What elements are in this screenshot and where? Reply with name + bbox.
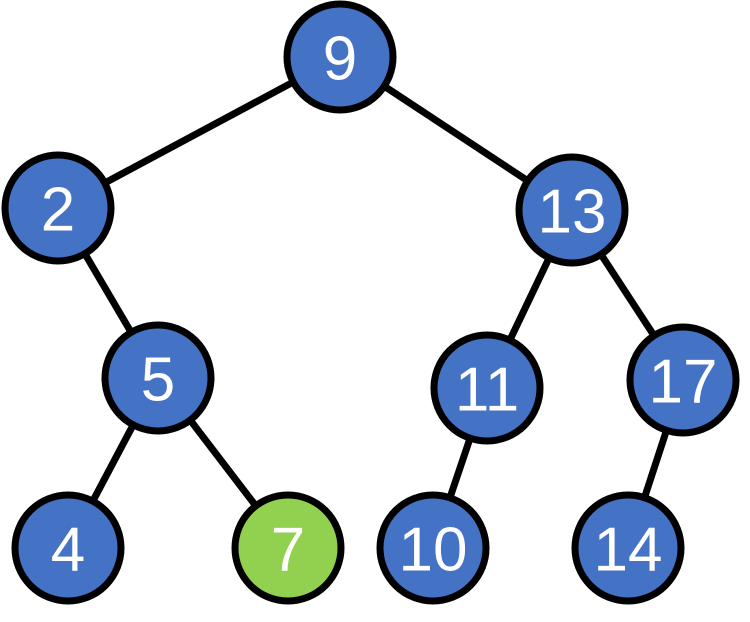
tree-edge <box>445 435 475 501</box>
tree-node[interactable]: 14 <box>571 491 685 605</box>
tree-edge <box>596 250 659 340</box>
tree-node[interactable]: 2 <box>1 151 115 265</box>
node-circle[interactable] <box>430 331 544 445</box>
tree-edge <box>80 250 136 336</box>
tree-edge <box>640 427 671 501</box>
node-circle[interactable] <box>376 491 490 605</box>
node-label: 17 <box>649 348 718 417</box>
node-circle-highlighted[interactable] <box>231 491 345 605</box>
node-label: 11 <box>455 356 519 425</box>
node-circle[interactable] <box>11 491 125 605</box>
tree-node[interactable]: 17 <box>626 323 740 437</box>
node-circle[interactable] <box>515 153 629 267</box>
node-circle[interactable] <box>626 323 740 437</box>
tree-node[interactable]: 10 <box>376 491 490 605</box>
node-label: 9 <box>323 25 357 94</box>
tree-node[interactable]: 5 <box>101 321 215 435</box>
tree-edge <box>186 416 260 510</box>
node-circle[interactable] <box>571 491 685 605</box>
tree-node[interactable]: 9 <box>283 0 397 114</box>
node-circle[interactable] <box>283 0 397 114</box>
tree-edge <box>88 421 138 505</box>
node-circle[interactable] <box>1 151 115 265</box>
node-label: 10 <box>399 516 468 585</box>
node-label: 7 <box>271 516 305 585</box>
tree-edge <box>505 254 554 344</box>
node-label: 13 <box>538 178 607 247</box>
tree-node[interactable]: 4 <box>11 491 125 605</box>
node-label: 4 <box>51 516 85 585</box>
tree-edge <box>101 77 297 188</box>
tree-node[interactable]: 11 <box>430 331 544 445</box>
edges-layer <box>80 77 671 510</box>
tree-edge <box>380 82 532 185</box>
nodes-layer: 9 2 13 5 11 17 4 7 10 14 <box>1 0 740 605</box>
node-label: 5 <box>141 346 175 415</box>
tree-node[interactable]: 7 <box>231 491 345 605</box>
tree-node[interactable]: 13 <box>515 153 629 267</box>
node-circle[interactable] <box>101 321 215 435</box>
node-label: 2 <box>41 176 75 245</box>
node-label: 14 <box>594 516 663 585</box>
